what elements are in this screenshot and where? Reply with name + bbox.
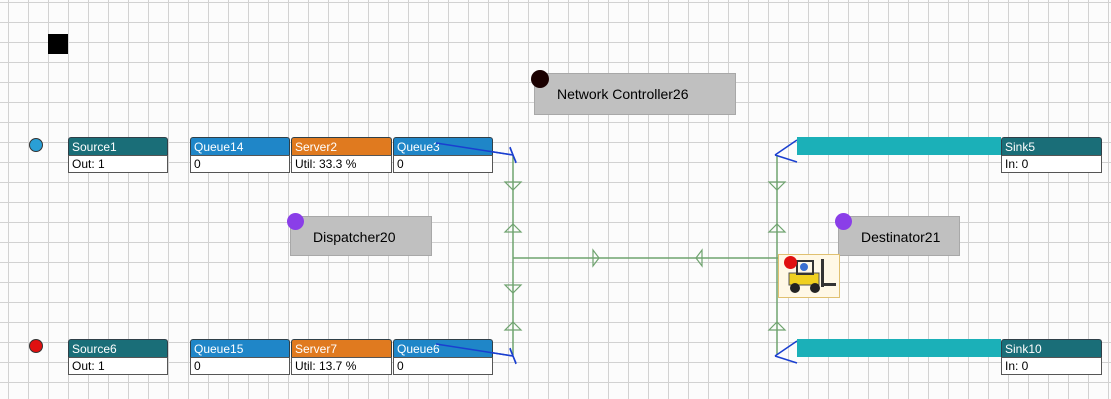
server7-value: Util: 13.7 % xyxy=(291,357,392,375)
destinator-label: Destinator21 xyxy=(861,229,941,245)
source6-value: Out: 1 xyxy=(68,357,168,375)
dispatcher-label: Dispatcher20 xyxy=(313,229,396,245)
row2-dot xyxy=(29,339,43,353)
sink10-value: In: 0 xyxy=(1001,357,1102,375)
dispatcher-dot xyxy=(287,213,304,230)
source1-title: Source1 xyxy=(68,137,168,155)
server2-title: Server2 xyxy=(291,137,392,155)
square-marker-icon xyxy=(48,34,68,54)
queue3-value: 0 xyxy=(393,155,493,173)
source1-value: Out: 1 xyxy=(68,155,168,173)
forklift-icon[interactable] xyxy=(778,254,840,298)
destinator-node[interactable]: Destinator21 xyxy=(838,216,960,256)
queue15-value: 0 xyxy=(190,357,290,375)
sink5-value: In: 0 xyxy=(1001,155,1102,173)
row1-dot xyxy=(29,138,43,152)
queue14-title: Queue14 xyxy=(190,137,290,155)
server2-value: Util: 33.3 % xyxy=(291,155,392,173)
source6-title: Source6 xyxy=(68,339,168,357)
queue15-title: Queue15 xyxy=(190,339,290,357)
sink5-title: Sink5 xyxy=(1001,137,1102,155)
sink10-title: Sink10 xyxy=(1001,339,1102,357)
destinator-dot xyxy=(835,213,852,230)
dispatcher-node[interactable]: Dispatcher20 xyxy=(290,216,432,256)
sink5-bar xyxy=(797,137,1001,155)
queue6-value: 0 xyxy=(393,357,493,375)
queue14-value: 0 xyxy=(190,155,290,173)
network-controller-label: Network Controller26 xyxy=(557,86,689,102)
network-controller-node[interactable]: Network Controller26 xyxy=(534,73,736,115)
controller-dot xyxy=(531,70,549,88)
queue3-title: Queue3 xyxy=(393,137,493,155)
forklift-load-dot xyxy=(784,256,797,269)
queue6-title: Queue6 xyxy=(393,339,493,357)
server7-title: Server7 xyxy=(291,339,392,357)
sink10-bar xyxy=(797,339,1001,357)
